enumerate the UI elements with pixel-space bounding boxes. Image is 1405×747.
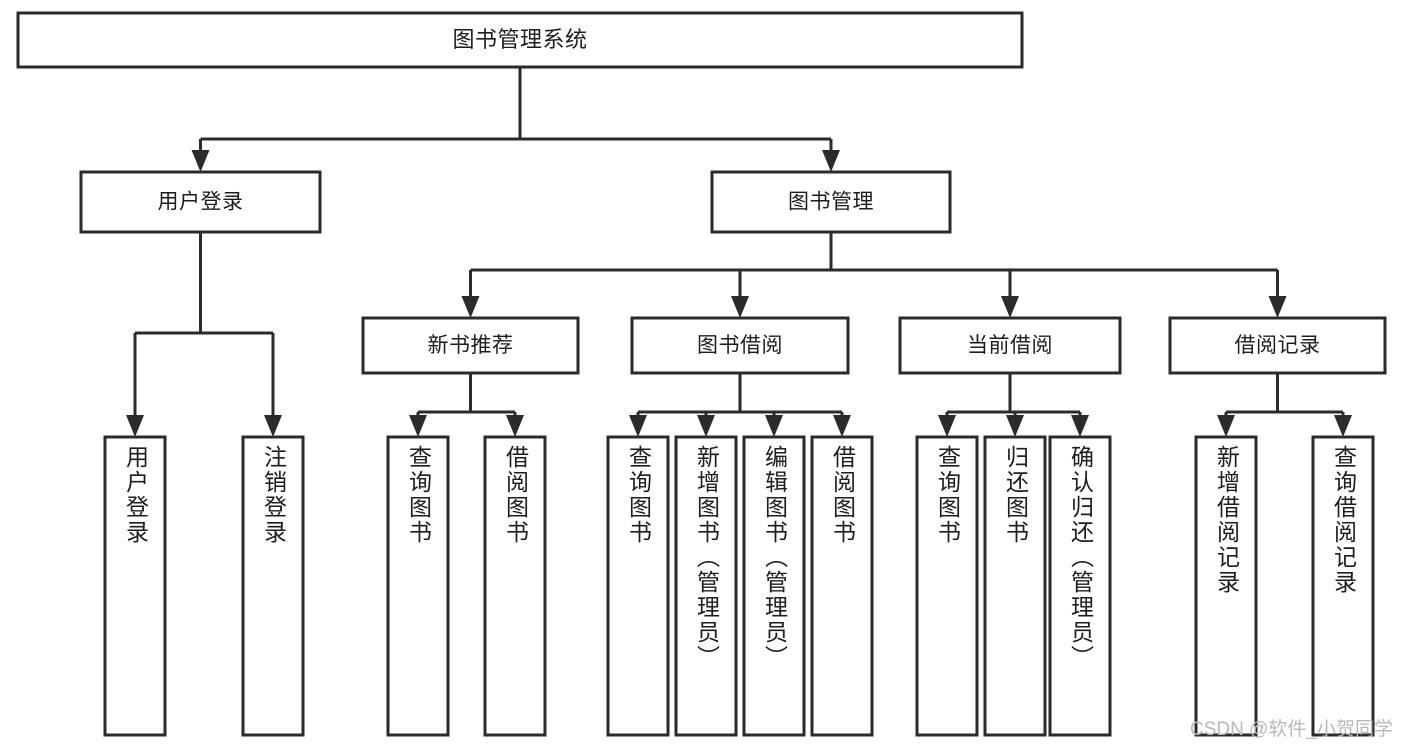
- arrow-head-icon: [833, 415, 851, 437]
- level3-node-box: [361, 316, 580, 375]
- arrow-head-icon: [506, 415, 524, 437]
- level2-node-label: 图书管理: [788, 191, 874, 214]
- connector-lines: [126, 67, 1352, 437]
- level3-node-label: 新书推荐: [428, 334, 514, 357]
- arrow-head-icon: [822, 150, 840, 172]
- root-node-box: [16, 11, 1024, 69]
- node-boxes: [16, 11, 1387, 737]
- arrow-head-icon: [1006, 415, 1024, 437]
- leaf-node-box: [674, 435, 738, 737]
- arrow-head-icon: [191, 150, 210, 172]
- level2-node-box: [710, 170, 952, 234]
- arrow-head-icon: [264, 415, 282, 437]
- arrow-head-icon: [1001, 296, 1019, 318]
- arrow-head-icon: [461, 296, 480, 318]
- leaf-node-box: [742, 435, 806, 737]
- arrow-head-icon: [126, 415, 144, 437]
- level3-node-label: 借阅记录: [1235, 334, 1321, 357]
- root-node-label: 图书管理系统: [452, 27, 587, 52]
- arrow-head-icon: [765, 415, 783, 437]
- leaf-node-box: [103, 435, 167, 737]
- arrow-head-icon: [409, 415, 427, 437]
- arrow-head-icon: [1217, 415, 1235, 437]
- leaf-node-box: [241, 435, 305, 737]
- leaf-node-box: [606, 435, 670, 737]
- level3-node-box: [1168, 316, 1387, 375]
- level3-node-box: [630, 316, 850, 375]
- arrow-head-icon: [629, 415, 647, 437]
- level3-node-label: 当前借阅: [967, 334, 1053, 357]
- leaf-node-box: [386, 435, 450, 737]
- watermark-text: CSDN @软件_小贺同学: [1190, 719, 1393, 740]
- arrow-head-icon: [938, 415, 956, 437]
- level3-node-label: 图书借阅: [697, 334, 783, 357]
- leaf-node-box: [1048, 435, 1112, 737]
- arrow-head-icon: [1071, 415, 1089, 437]
- arrow-head-icon: [1334, 415, 1352, 437]
- level2-node-box: [79, 170, 322, 234]
- leaf-node-box: [1311, 435, 1375, 737]
- level2-node-label: 用户登录: [158, 191, 244, 214]
- arrow-head-icon: [1268, 296, 1287, 318]
- leaf-node-box: [483, 435, 547, 737]
- leaf-node-box: [810, 435, 874, 737]
- leaf-node-box: [983, 435, 1047, 737]
- leaf-node-box: [915, 435, 979, 737]
- arrow-head-icon: [731, 296, 749, 318]
- arrow-head-icon: [697, 415, 715, 437]
- level3-node-box: [898, 316, 1122, 375]
- leaf-node-box: [1194, 435, 1258, 737]
